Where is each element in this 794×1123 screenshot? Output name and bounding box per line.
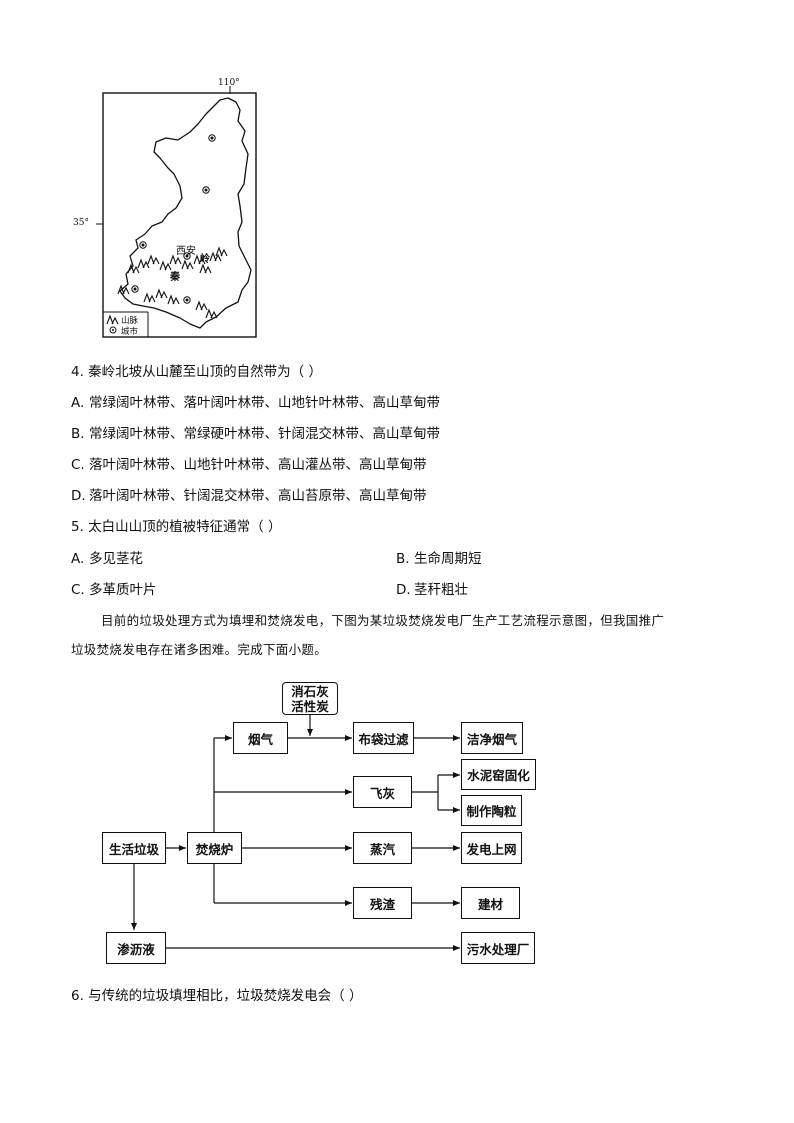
mountain-symbols (117, 246, 228, 319)
legend-city-icon (109, 326, 117, 334)
legend-mountain-icon (106, 314, 119, 325)
question-5-stem: 5. 太白山山顶的植被特征通常（ ） (71, 519, 282, 535)
flue-gas-box: 烟气 (233, 722, 288, 754)
domestic-waste-box: 生活垃圾 (102, 832, 166, 864)
ling-label: 岭 (200, 254, 210, 265)
slag-box: 残渣 (353, 887, 412, 919)
question-4-stem: 4. 秦岭北坡从山麓至山顶的自然带为（ ） (71, 364, 322, 380)
question-5-option-a: A.多见茎花 (71, 551, 143, 567)
steam-box: 蒸汽 (353, 832, 412, 864)
longitude-label: 110° (218, 78, 240, 88)
intro-line-1: 目前的垃圾处理方式为填埋和焚烧发电，下图为某垃圾焚烧发电厂生产工艺流程示意图，但… (101, 613, 665, 628)
question-5-option-b: B.生命周期短 (396, 551, 482, 567)
latitude-label: 35° (73, 218, 89, 228)
question-4-option-b: B.常绿阔叶林带、常绿硬叶林带、针阔混交林带、高山草甸带 (71, 426, 440, 442)
intro-line-2: 垃圾焚烧发电存在诸多困难。完成下面小题。 (71, 642, 328, 657)
ceramsite-box: 制作陶粒 (461, 795, 522, 826)
shaanxi-map (96, 86, 257, 338)
legend-mountain-label: 山脉 (121, 316, 139, 326)
city-label-xian: 西安 (176, 246, 196, 257)
clean-flue-gas-box: 洁净烟气 (461, 722, 523, 754)
building-material-box: 建材 (461, 887, 520, 919)
map-figure: 110° 35° 西安 秦 岭 山脉 城市 (73, 76, 268, 341)
grid-power-box: 发电上网 (461, 832, 522, 864)
incinerator-box: 焚烧炉 (187, 832, 242, 864)
qin-label: 秦 (170, 272, 180, 283)
question-5-option-c: C.多革质叶片 (71, 582, 157, 598)
question-5-option-d: D.茎秆粗壮 (396, 582, 468, 598)
question-4-option-a: A.常绿阔叶林带、落叶阔叶林带、山地针叶林带、高山草甸带 (71, 395, 440, 411)
legend-city-label: 城市 (121, 327, 139, 337)
question-6-stem: 6. 与传统的垃圾填埋相比，垃圾焚烧发电会（ ） (71, 988, 363, 1004)
lime-activated-carbon-box: 消石灰 活性炭 (282, 682, 338, 715)
city-markers (131, 134, 216, 304)
question-4-option-d: D.落叶阔叶林带、针阔混交林带、高山苔原带、高山草甸带 (71, 488, 427, 504)
question-4-option-c: C.落叶阔叶林带、山地针叶林带、高山灌丛带、高山草甸带 (71, 457, 427, 473)
fly-ash-box: 飞灰 (353, 776, 412, 808)
bag-filter-box: 布袋过滤 (353, 722, 414, 754)
sewage-plant-box: 污水处理厂 (461, 932, 535, 964)
cement-kiln-box: 水泥窑固化 (461, 759, 536, 790)
leachate-box: 渗沥液 (106, 932, 166, 964)
